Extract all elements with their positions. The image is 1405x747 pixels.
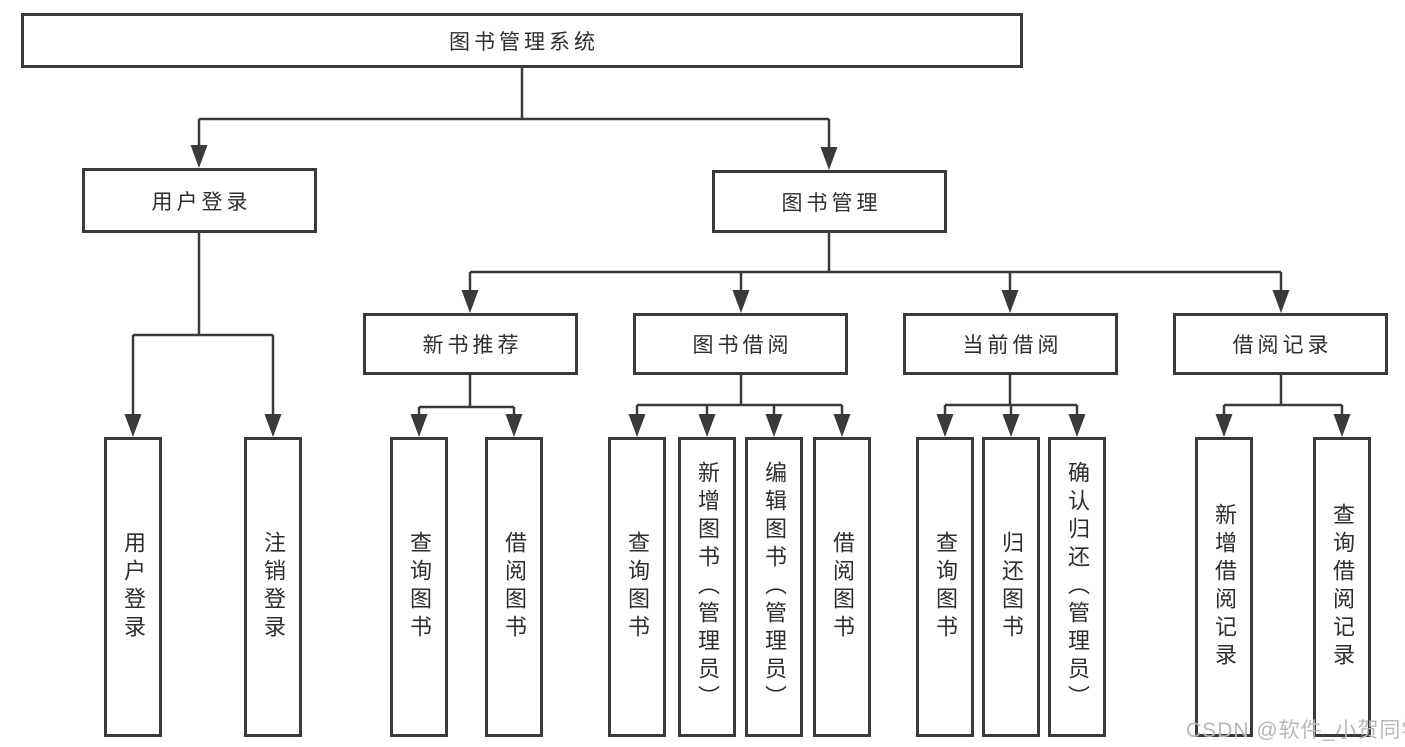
arrowhead [1333, 414, 1351, 437]
arrowhead [1215, 414, 1233, 437]
arrowhead [1001, 290, 1019, 313]
node-new-book-recommend: 新书推荐 [363, 313, 578, 375]
leaf-add-borrow-record: 新增借阅记录 [1195, 437, 1253, 737]
arrowhead [410, 414, 428, 437]
leaf-add-books-admin: 新增图书（管理员） [678, 437, 736, 737]
leaf-borrow-books: 借阅图书 [813, 437, 871, 737]
node-label: 归还图书 [999, 531, 1024, 643]
csdn-watermark: CSDN @软件_小贺同学 [1186, 719, 1405, 742]
node-root-system: 图书管理系统 [21, 13, 1023, 68]
node-label: 注销登录 [261, 531, 286, 643]
node-label: 查询借阅记录 [1330, 503, 1355, 671]
leaf-query-books-recommend: 查询图书 [390, 437, 448, 737]
leaf-query-books-borrow: 查询图书 [608, 437, 666, 737]
arrowhead [505, 414, 523, 437]
node-label: 图书管理系统 [449, 30, 599, 54]
arrowhead [190, 145, 208, 168]
node-label: 借阅记录 [1232, 334, 1333, 357]
node-label: 图书借阅 [692, 334, 793, 357]
leaf-logout: 注销登录 [244, 437, 302, 737]
node-label: 用户登录 [151, 190, 252, 214]
node-borrowing-records: 借阅记录 [1173, 313, 1388, 375]
node-label: 新增借阅记录 [1212, 503, 1237, 671]
node-label: 编辑图书（管理员） [762, 461, 787, 713]
node-label: 当前借阅 [962, 334, 1063, 357]
node-current-borrowing: 当前借阅 [903, 313, 1118, 375]
arrowhead [765, 414, 783, 437]
arrowhead [1272, 290, 1290, 313]
arrowhead [264, 414, 282, 437]
node-label: 新书推荐 [422, 334, 523, 357]
arrowheads [124, 145, 1351, 437]
node-label: 新增图书（管理员） [695, 461, 720, 713]
leaf-user-login: 用户登录 [104, 437, 162, 737]
arrowhead [732, 290, 750, 313]
tree-edges [131, 68, 1344, 420]
node-user-login: 用户登录 [82, 168, 317, 233]
arrowhead [1002, 414, 1020, 437]
arrowhead [628, 414, 646, 437]
leaf-borrow-books-recommend: 借阅图书 [485, 437, 543, 737]
node-label: 确认归还（管理员） [1065, 461, 1090, 713]
leaf-edit-books-admin: 编辑图书（管理员） [745, 437, 803, 737]
node-label: 用户登录 [121, 531, 146, 643]
node-label: 查询图书 [407, 531, 432, 643]
node-book-management: 图书管理 [712, 170, 947, 233]
arrowhead [820, 147, 838, 170]
arrowhead [936, 414, 954, 437]
leaf-return-books: 归还图书 [982, 437, 1040, 737]
leaf-query-books-current: 查询图书 [916, 437, 974, 737]
leaf-confirm-return-admin: 确认归还（管理员） [1048, 437, 1106, 737]
arrowhead [833, 414, 851, 437]
node-label: 借阅图书 [830, 531, 855, 643]
node-label: 查询图书 [933, 531, 958, 643]
arrowhead [698, 414, 716, 437]
node-book-borrowing: 图书借阅 [633, 313, 848, 375]
arrowhead [461, 290, 479, 313]
leaf-query-borrow-record: 查询借阅记录 [1313, 437, 1371, 737]
node-label: 图书管理 [781, 191, 882, 215]
arrowhead [124, 414, 142, 437]
node-label: 查询图书 [625, 531, 650, 643]
node-label: 借阅图书 [502, 531, 527, 643]
arrowhead [1068, 414, 1086, 437]
